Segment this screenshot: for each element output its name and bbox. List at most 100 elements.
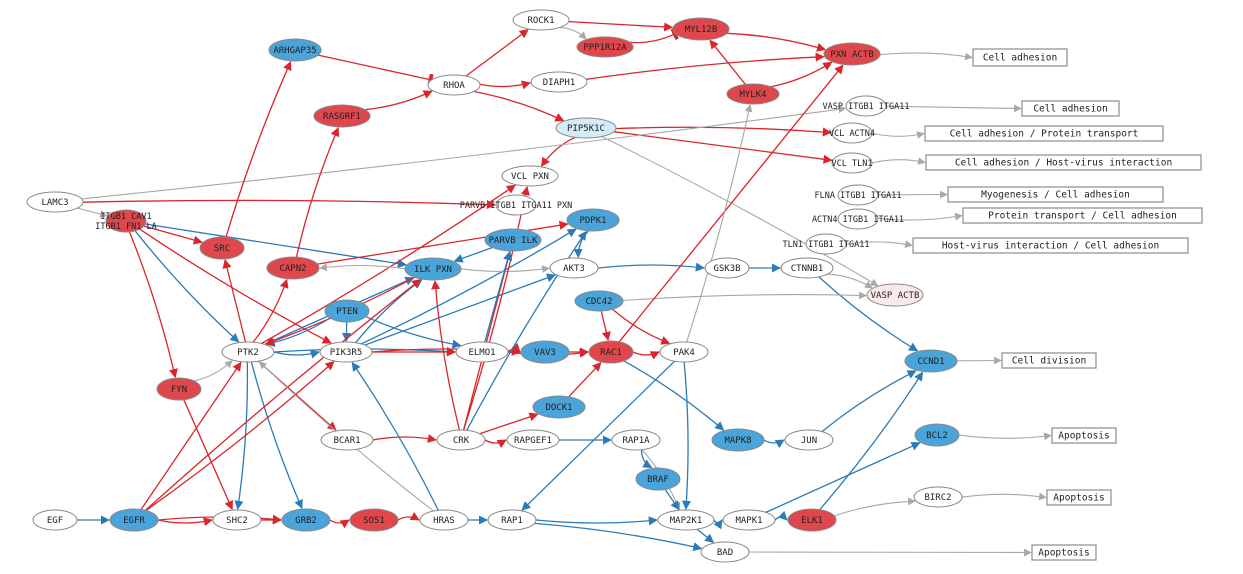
outcome-box-cell-division: Cell division <box>1001 352 1097 369</box>
edge-itgb1-cav1-to-src <box>143 225 203 245</box>
node-birc2[interactable]: BIRC2 <box>913 486 963 508</box>
edge-ptk2-to-capn2 <box>252 278 289 343</box>
edge-bcl2-to-out-apoptosis-1 <box>958 432 1052 441</box>
edge-rac1-to-mapk8 <box>623 360 725 431</box>
outcome-box-cell-adhesion-protein-transport: Cell adhesion / Protein transport <box>924 125 1164 142</box>
edge-capn2-to-pdpk1 <box>317 220 569 265</box>
edge-diaph1-to-pxn-actb <box>585 52 825 81</box>
node-src[interactable]: SRC <box>199 236 245 260</box>
node-grb2[interactable]: GRB2 <box>281 508 331 532</box>
node-egf[interactable]: EGF <box>32 509 78 531</box>
edge-akt3-to-gsk3b <box>597 262 705 272</box>
edge-egfr-to-shc2 <box>157 517 213 527</box>
node-gsk3b[interactable]: GSK3B <box>704 257 750 279</box>
node-vasp-actb[interactable]: VASP ACTB <box>866 283 924 307</box>
node-pak4[interactable]: PAK4 <box>659 341 709 363</box>
node-pdpk1[interactable]: PDPK1 <box>566 208 620 232</box>
edge-lamc3-to-itgb1-cav1 <box>77 207 108 218</box>
edge-ilk-pxn-to-capn2 <box>319 263 406 272</box>
node-rasgrf1[interactable]: RASGRF1 <box>313 104 371 128</box>
node-vcl-actn4[interactable]: VCL ACTN4 <box>829 122 875 144</box>
node-pxn-actb[interactable]: PXN ACTB <box>823 42 881 66</box>
edge-elk1-to-birc2 <box>834 497 916 517</box>
node-rac1[interactable]: RAC1 <box>588 340 634 364</box>
edge-rock1-to-myl12b <box>568 20 674 32</box>
edge-rasgrf1-to-rhoa <box>364 90 433 111</box>
edge-ppp1r12a-to-myl12b <box>629 27 679 44</box>
node-elk1[interactable]: ELK1 <box>787 508 837 532</box>
edge-lamc3-to-vasp-itgb1-itga11 <box>81 105 847 200</box>
outcome-box-apoptosis: Apoptosis <box>1046 489 1112 506</box>
edge-grb2-to-sos1 <box>329 519 350 529</box>
edge-cdc42-to-pak4 <box>612 308 671 345</box>
node-mapk1[interactable]: MAPK1 <box>722 509 776 531</box>
node-akt3[interactable]: AKT3 <box>549 257 599 279</box>
node-parvb-itgb1[interactable]: PARVB ITGB1 ITGA11 PXN <box>460 194 573 216</box>
node-elmo1[interactable]: ELMO1 <box>455 341 509 363</box>
outcome-label: Cell division <box>1012 356 1086 367</box>
outcome-box-cell-adhesion-host-virus-interaction: Cell adhesion / Host-virus interaction <box>925 154 1202 171</box>
outcome-label: Cell adhesion <box>983 53 1057 64</box>
outcome-label: Apoptosis <box>1053 493 1104 504</box>
edge-rap1a-to-braf <box>640 449 653 469</box>
node-ccnd1[interactable]: CCND1 <box>904 349 958 373</box>
edge-jun-to-ccnd1 <box>821 370 917 433</box>
node-lamc3[interactable]: LAMC3 <box>26 191 84 213</box>
edge-capn2-to-rasgrf1 <box>295 127 340 258</box>
node-bad[interactable]: BAD <box>700 541 750 563</box>
edge-vasp-itgb1-itga11-to-out-adhesion-2 <box>885 104 1022 113</box>
node-rap1a[interactable]: RAP1A <box>611 429 661 451</box>
node-bcl2[interactable]: BCL2 <box>914 423 960 447</box>
node-vcl-tln1[interactable]: VCL TLN1 <box>831 152 873 174</box>
node-vcl-pxn[interactable]: VCL PXN <box>501 165 559 187</box>
node-braf[interactable]: BRAF <box>635 467 681 491</box>
edge-parvb-ilk-to-ilk-pxn <box>453 246 493 263</box>
node-diaph1[interactable]: DIAPH1 <box>530 71 588 93</box>
node-mylk4[interactable]: MYLK4 <box>726 83 780 105</box>
node-fyn[interactable]: FYN <box>156 377 202 401</box>
node-rapgef1[interactable]: RAPGEF1 <box>506 429 560 451</box>
node-pten[interactable]: PTEN <box>324 299 370 323</box>
node-vav3[interactable]: VAV3 <box>520 340 570 364</box>
outcome-label: Apoptosis <box>1038 548 1089 559</box>
node-ilk-pxn[interactable]: ILK PXN <box>404 257 462 281</box>
node-shc2[interactable]: SHC2 <box>212 509 262 531</box>
edge-rock1-to-ppp1r12a <box>559 27 587 40</box>
node-ctnnb1[interactable]: CTNNB1 <box>780 257 834 279</box>
node-hras[interactable]: HRAS <box>419 509 469 531</box>
node-capn2[interactable]: CAPN2 <box>266 256 320 280</box>
node-crk[interactable]: CRK <box>436 429 486 451</box>
node-map2k1[interactable]: MAP2K1 <box>657 509 715 531</box>
node-cdc42[interactable]: CDC42 <box>574 290 624 312</box>
node-bcar1[interactable]: BCAR1 <box>320 429 374 451</box>
node-parvb-ilk[interactable]: PARVB ILK <box>484 228 542 252</box>
edge-mapk1-to-elk1 <box>774 510 788 521</box>
node-egfr[interactable]: EGFR <box>109 508 159 532</box>
edge-itgb1-cav1-to-ilk-pxn <box>145 223 407 269</box>
edge-elmo1-to-vav3 <box>507 342 521 353</box>
node-rap1[interactable]: RAP1 <box>487 509 537 531</box>
node-pik3r5[interactable]: PIK3R5 <box>319 341 373 363</box>
node-ppp1r12a[interactable]: PPP1R12A <box>576 36 634 58</box>
node-myl12b[interactable]: MYL12B <box>672 17 730 41</box>
node-rock1[interactable]: ROCK1 <box>512 9 570 31</box>
edge-itgb1-cav1-to-ptk2 <box>134 230 240 343</box>
node-pip5k1c[interactable]: PIP5K1C <box>555 117 617 139</box>
edge-rac1-to-pak4 <box>632 351 660 360</box>
edge-hras-to-pik3r5 <box>351 361 439 511</box>
node-jun[interactable]: JUN <box>784 429 834 451</box>
edge-ctnnb1-to-vasp-actb <box>827 273 873 289</box>
edge-elk1-to-ccnd1 <box>819 371 924 511</box>
node-rhoa[interactable]: RHOA <box>427 74 481 96</box>
node-arhgap35[interactable]: ARHGAP35 <box>268 38 322 62</box>
outcome-label: Host-virus interaction / Cell adhesion <box>942 241 1159 252</box>
outcome-label: Myogenesis / Cell adhesion <box>981 190 1130 201</box>
edge-birc2-to-out-apoptosis-2 <box>961 492 1047 501</box>
node-dock1[interactable]: DOCK1 <box>532 395 586 419</box>
edge-dock1-to-rac1 <box>568 362 602 398</box>
node-tln1-itgb1[interactable]: TLN1 ITGB1 ITGA11 <box>783 233 870 255</box>
node-mapk8[interactable]: MAPK8 <box>711 428 765 452</box>
node-sos1[interactable]: SOS1 <box>349 508 399 532</box>
node-ptk2[interactable]: PTK2 <box>221 341 275 363</box>
